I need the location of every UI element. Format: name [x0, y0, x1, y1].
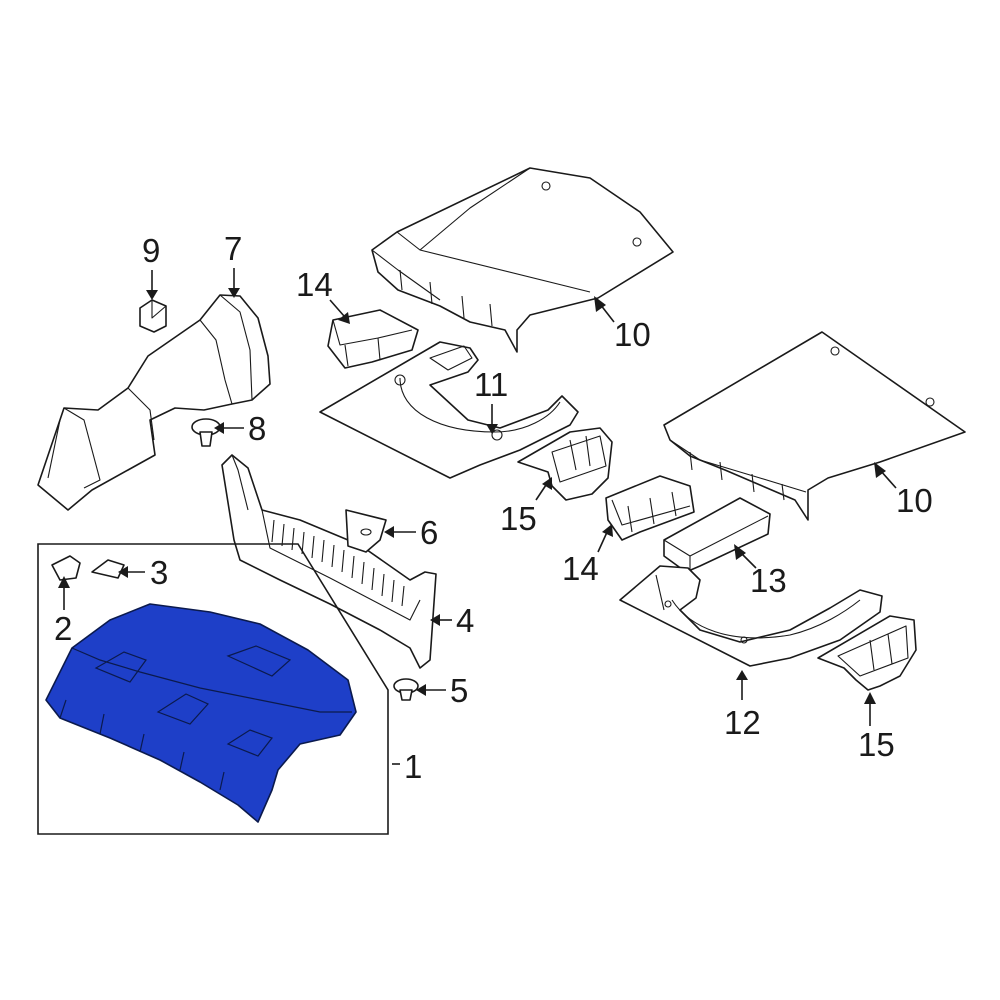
- part-14-upper-storage-tray: [327, 309, 419, 369]
- callout-3: 3: [150, 554, 168, 591]
- part-6-bracket-plate: [345, 509, 387, 553]
- callout-5: 5: [450, 672, 468, 709]
- part-11-spare-wheel-floor-panel: [319, 341, 579, 479]
- callout-8: 8: [248, 410, 266, 447]
- callout-1: 1: [404, 748, 422, 785]
- part-5-push-pin-fastener: [393, 678, 419, 701]
- part-14-lower-storage-tray: [605, 475, 695, 541]
- callout-15-upper: 15: [500, 500, 537, 537]
- callout-13: 13: [750, 562, 787, 599]
- part-3-cover-cap: [91, 559, 125, 579]
- callout-2: 2: [54, 610, 72, 647]
- part-9-retainer-clip: [139, 299, 167, 333]
- part-7-quarter-trim-panel: [37, 294, 271, 511]
- callout-10-lower: 10: [896, 482, 933, 519]
- leader-lines: [58, 268, 897, 765]
- part-10-lower-cargo-floor-cover: [663, 331, 966, 521]
- callout-15-lower: 15: [858, 726, 895, 763]
- callout-14-lower: 14: [562, 550, 599, 587]
- part-10-upper-cargo-floor-cover: [371, 167, 674, 353]
- part-13-foam-block: [663, 497, 771, 573]
- part-15-lower-bracket: [817, 615, 917, 691]
- part-1-package-tray-highlighted: [45, 603, 357, 823]
- callout-labels: 1 2 3 4 5 6 7 8 9 10 10 11 12 13 14 14 1…: [54, 230, 933, 785]
- callout-14-upper: 14: [296, 266, 333, 303]
- part-2-cover-cap: [51, 555, 81, 581]
- callout-10-upper: 10: [614, 316, 651, 353]
- callout-7: 7: [224, 230, 242, 267]
- part-12-lower-floor-panel: [619, 565, 883, 667]
- callout-4: 4: [456, 602, 474, 639]
- callout-9: 9: [142, 232, 160, 269]
- part-8-push-pin-fastener: [191, 418, 221, 447]
- callout-11: 11: [474, 366, 508, 403]
- callout-12: 12: [724, 704, 761, 741]
- assembly-group-frame: [37, 543, 389, 835]
- part-4-rear-sill-trim: [221, 454, 437, 669]
- callout-6: 6: [420, 514, 438, 551]
